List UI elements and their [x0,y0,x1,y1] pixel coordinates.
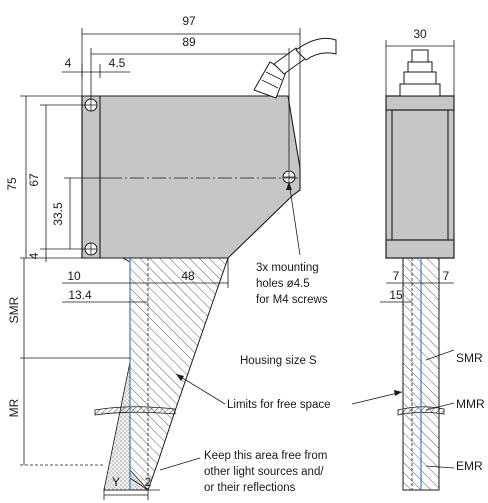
dim-spot-offset: 2 [145,475,152,489]
dim-overall-width: 97 [182,14,196,28]
dim-side-width: 30 [413,27,427,41]
dim-edge-left: 4 [65,56,72,70]
dim-hole-spacing: 89 [182,35,196,49]
side-range-smr: SMR [456,351,483,365]
side-range-mmr: MMR [456,397,485,411]
note-keep-line3: or their reflections [204,482,296,494]
left-bracket [81,95,101,259]
cable [295,37,337,61]
note-keep-line1: Keep this area free from [204,450,327,462]
dim-side-bottom: 15 [389,288,403,302]
dim-side-left: 7 [393,269,400,283]
range-smr: SMR [7,296,21,323]
front-view: 97 89 4 4.5 75 67 33.5 4 10 13.4 48 [5,14,337,500]
side-housing [385,95,455,259]
dim-overall-height: 75 [5,177,19,191]
note-keep-line2: other light sources and/ [204,466,324,478]
housing-body [81,95,301,259]
dim-hole-vertical: 67 [27,173,41,187]
side-cable-gland [399,49,441,97]
mounting-hole-right [282,170,296,184]
note-mounting-line3: for M4 screws [256,294,328,306]
note-housing-size: Housing size S [240,355,317,367]
range-mr: MR [7,398,21,417]
note-limits: Limits for free space [227,399,331,411]
dim-beam-width: 48 [181,269,195,283]
mounting-hole-top [84,98,98,112]
dim-beam-offset: 10 [67,269,81,283]
note-mounting-line2: holes ø4.5 [256,278,310,290]
dim-bottom-offset: 4 [27,252,41,259]
annotations: 3x mounting holes ø4.5 for M4 screws Hou… [159,181,403,494]
note-mounting-line1: 3x mounting [256,262,319,274]
dim-side-right: 7 [443,269,450,283]
dim-edge-right: 4.5 [109,56,126,70]
side-view: 30 7 7 15 SMR MMR EMR [380,27,485,491]
side-range-emr: EMR [456,459,483,473]
dim-half-height: 33.5 [51,202,65,226]
dim-beam-offset-2: 13.4 [68,288,92,302]
cable-gland [253,47,307,99]
target-surface [94,406,176,416]
dim-spot-y: Y [112,475,120,489]
mounting-hole-bottom [84,242,98,256]
